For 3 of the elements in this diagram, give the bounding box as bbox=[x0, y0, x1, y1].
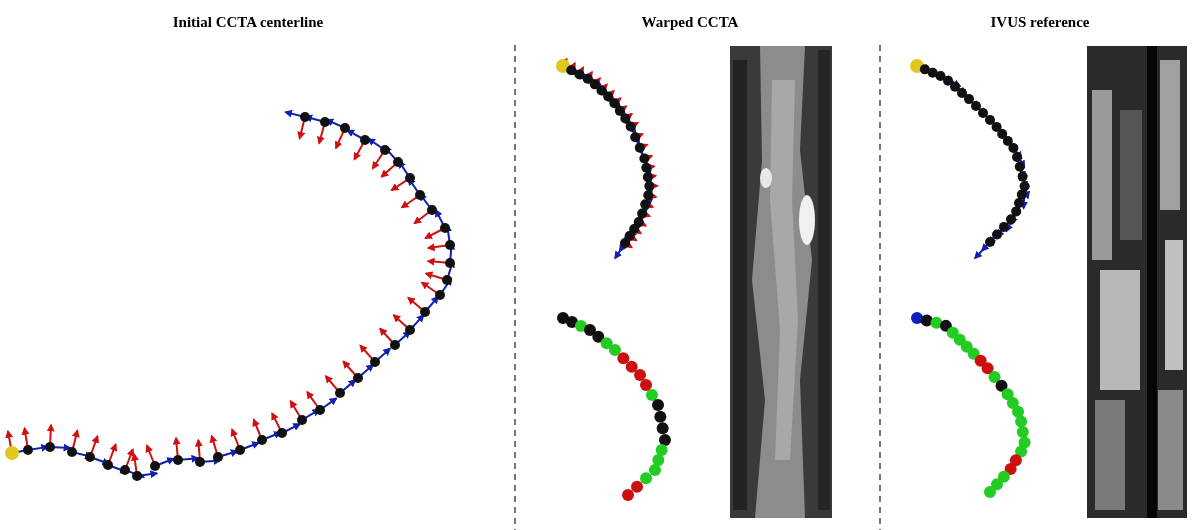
panel-title: Warped CCTA bbox=[641, 14, 739, 31]
panel-title: Initial CCTA centerline bbox=[172, 14, 324, 31]
panel-title: IVUS reference bbox=[990, 14, 1090, 31]
